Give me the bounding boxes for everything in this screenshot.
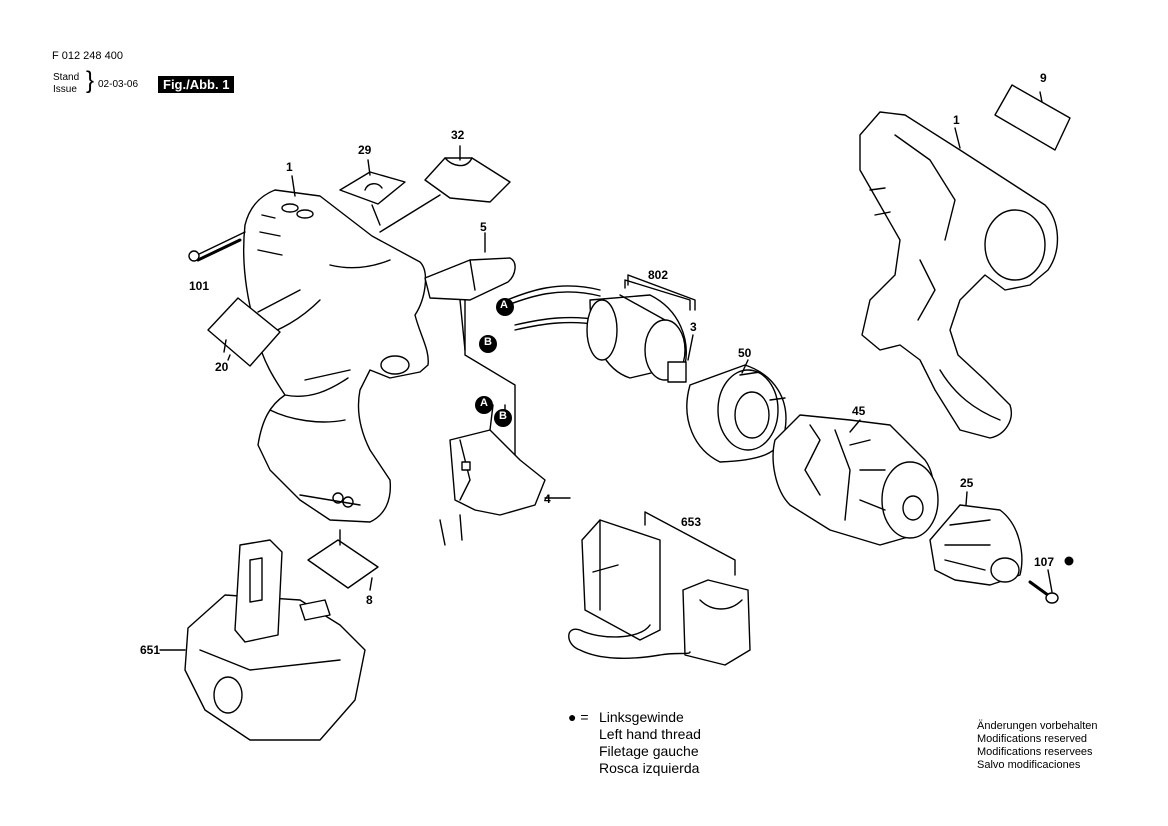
connector-b-2: B [499,410,507,422]
connector-markers [475,298,514,427]
part-number-29: 29 [358,143,372,157]
housing-left-shell [242,189,429,523]
part-number-20: 20 [215,360,229,374]
part-number-101: 101 [189,279,210,293]
part-number-4: 4 [544,492,551,506]
note-en: Modifications reserved [977,733,1088,745]
part-number-651: 651 [140,643,161,657]
screw-101 [188,231,246,262]
note-es: Salvo modificaciones [977,759,1081,771]
part-number-1-right: 1 [953,113,960,127]
legend-text-block: Linksgewinde Left hand thread Filetage g… [599,709,701,777]
bracket-802 [627,274,696,311]
label-20 [207,289,301,367]
brace-icon: } [86,67,95,94]
gear-housing-50 [686,364,787,463]
switch-4 [439,404,571,546]
part-number-50: 50 [738,346,752,360]
legend-line-fr: Filetage gauche [599,743,699,759]
leader-lines [223,127,1053,593]
stand-label: Stand [53,72,80,83]
screw-107 [1028,580,1059,604]
legend-line-en: Left hand thread [599,726,701,742]
part-number-1-left: 1 [286,160,293,174]
gearbox-45 [772,414,939,546]
connector-b-1: B [484,336,492,348]
part-number-107: 107 [1034,555,1055,569]
figure-label: Fig./Abb. 1 [158,76,235,93]
part-number-5: 5 [480,220,487,234]
part-number-45: 45 [852,404,866,418]
label-9 [994,84,1071,151]
left-thread-bullet [1064,556,1074,566]
part-number-32: 32 [451,128,465,142]
legend-line-es: Rosca izquierda [599,760,700,776]
motor-802 [586,279,691,383]
part-number-25: 25 [960,476,974,490]
plate-29 [339,171,406,226]
switch-cap-32 [379,157,511,233]
lever-5 [424,257,516,351]
part-number-9: 9 [1040,71,1047,85]
connector-lines [464,285,601,456]
part-number-802: 802 [648,268,669,282]
note-de: Änderungen vorbehalten [977,720,1098,732]
label-8 [307,529,379,591]
battery-651 [159,539,366,741]
part-number-3: 3 [690,320,697,334]
connector-a-1: A [500,299,508,311]
connector-a-2: A [480,397,488,409]
legend-line-de: Linksgewinde [599,709,684,725]
legend-symbol: ● = [568,709,589,726]
modification-notes: Änderungen vorbehalten Modifications res… [977,720,1097,772]
housing-right-shell [859,111,1059,439]
legend-symbol-text: ● = [568,709,589,725]
issue-date: 02-03-06 [98,79,139,90]
part-number-653: 653 [681,515,702,529]
chuck-sleeve-25 [929,504,1023,586]
charger-653 [568,511,751,666]
doc-number: F 012 248 400 [52,50,123,62]
note-fr: Modifications reservees [977,746,1093,758]
part-number-8: 8 [366,593,373,607]
issue-label: Issue [53,84,77,95]
